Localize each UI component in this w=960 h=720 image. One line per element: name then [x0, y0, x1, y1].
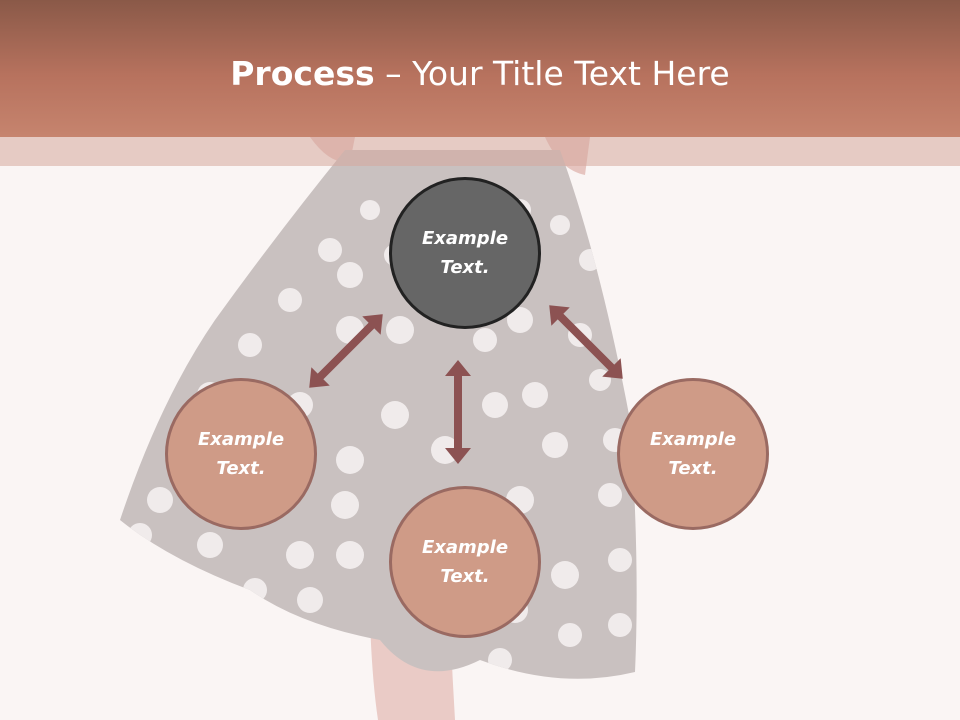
- process-node-bottom: Example Text.: [389, 486, 541, 638]
- title-bold: Process: [230, 54, 375, 93]
- title-rest: – Your Title Text Here: [374, 54, 730, 93]
- double-arrow-icon: [540, 296, 632, 388]
- node-label: Example Text.: [421, 228, 509, 278]
- double-arrow-icon: [300, 305, 392, 397]
- node-label: Example Text.: [197, 429, 285, 479]
- double-arrow-icon: [445, 360, 471, 464]
- process-node-right: Example Text.: [617, 378, 769, 530]
- title-bar: [0, 0, 960, 137]
- node-label: Example Text.: [421, 537, 509, 587]
- slide-title: Process – Your Title Text Here: [0, 52, 960, 96]
- node-label: Example Text.: [649, 429, 737, 479]
- process-node-center: Example Text.: [389, 177, 541, 329]
- title-bar-band: [0, 137, 960, 166]
- process-node-left: Example Text.: [165, 378, 317, 530]
